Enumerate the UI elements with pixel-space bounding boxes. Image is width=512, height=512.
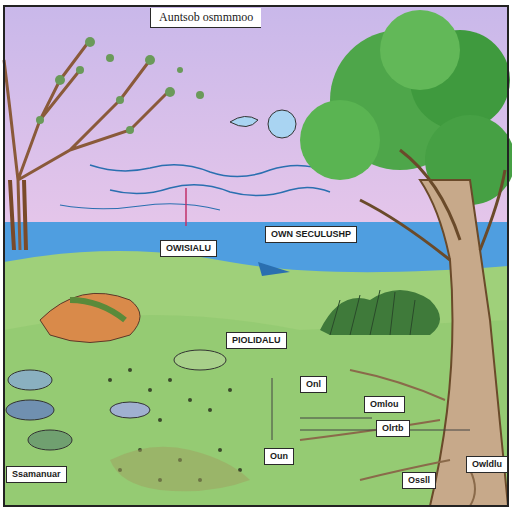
box-label: OWN SECULUSHP: [271, 229, 351, 240]
box-label: OWISIALU: [166, 243, 211, 254]
box-label: Olrtb: [382, 423, 404, 434]
label-box: Onl: [300, 376, 327, 393]
box-label: Onl: [306, 379, 321, 390]
label-box: PIOLIDALU: [226, 332, 287, 349]
label-box: Olrtb: [376, 420, 410, 437]
box-label: Owldlu: [472, 459, 502, 470]
label-box: Ssamanuar: [6, 466, 67, 483]
label-box: OWISIALU: [160, 240, 217, 257]
label-box: Ossll: [402, 472, 436, 489]
box-label: Oun: [270, 451, 288, 462]
box-label: PIOLIDALU: [232, 335, 281, 346]
box-label: Ossll: [408, 475, 430, 486]
title-text: Auntsob osmmmoo: [159, 10, 253, 25]
box-label: Ssamanuar: [12, 469, 61, 480]
label-box: Oun: [264, 448, 294, 465]
title-box: Auntsob osmmmoo: [150, 8, 261, 28]
box-label: Omlou: [370, 399, 399, 410]
label-box: OWN SECULUSHP: [265, 226, 357, 243]
label-box: Omlou: [364, 396, 405, 413]
label-box: Owldlu: [466, 456, 508, 473]
